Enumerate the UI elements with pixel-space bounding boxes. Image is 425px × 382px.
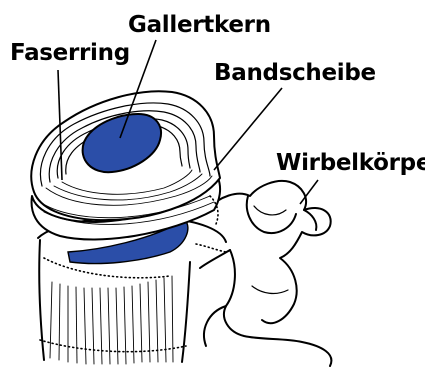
leader-bandscheibe — [214, 88, 282, 170]
vertebral-body — [38, 217, 226, 364]
vertebral-arch — [196, 181, 331, 366]
label-gallertkern: Gallertkern — [128, 12, 271, 38]
label-faserring: Faserring — [10, 40, 130, 66]
label-bandscheibe: Bandscheibe — [214, 60, 376, 86]
label-wirbelkoerper: Wirbelkörper — [276, 150, 425, 176]
